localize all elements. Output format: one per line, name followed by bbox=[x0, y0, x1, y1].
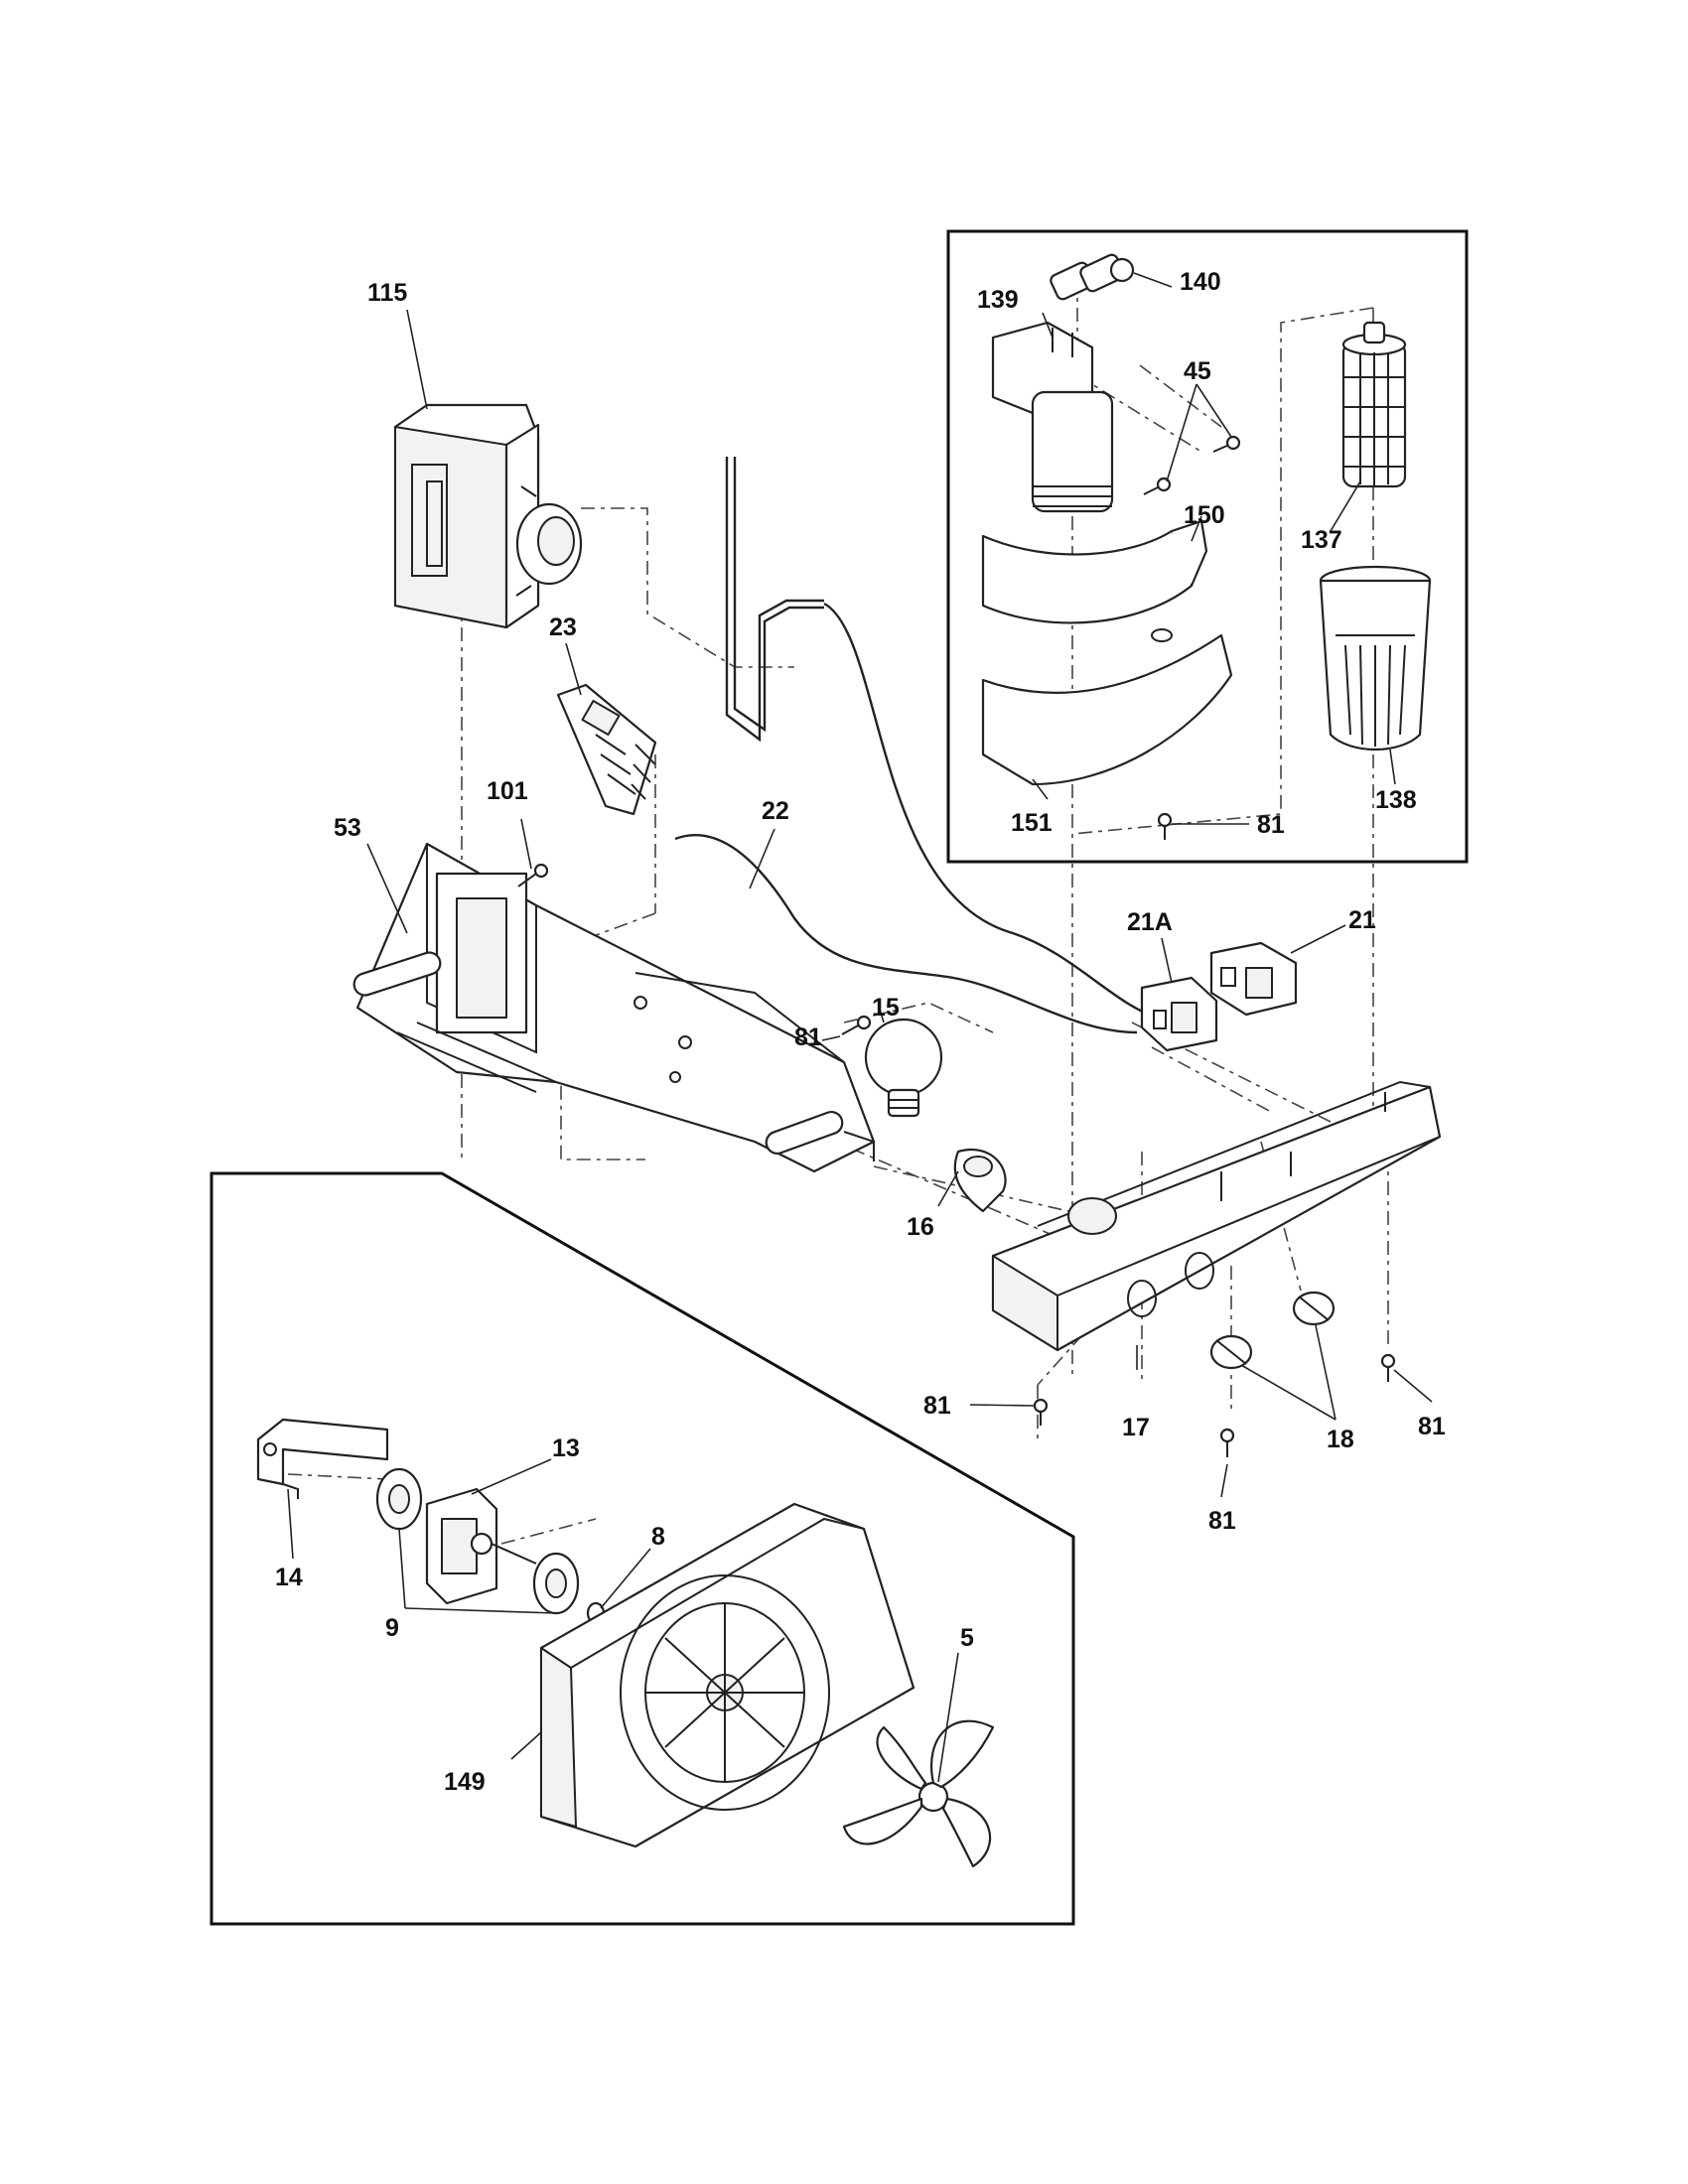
part-101-screw[interactable] bbox=[517, 863, 549, 887]
callout-53: 53 bbox=[334, 814, 361, 842]
part-45-screws[interactable] bbox=[1143, 435, 1241, 495]
callout-21a: 21A bbox=[1127, 908, 1173, 936]
part-115-dispenser-module[interactable] bbox=[393, 403, 583, 629]
callout-81-d: 81 bbox=[1208, 1507, 1236, 1535]
part-137-filter-cartridge[interactable] bbox=[1341, 321, 1407, 488]
part-14-bracket[interactable] bbox=[256, 1418, 389, 1499]
part-18-knob-a[interactable] bbox=[1209, 1334, 1253, 1370]
screw-81-d[interactable] bbox=[1219, 1428, 1235, 1457]
callout-16: 16 bbox=[907, 1213, 934, 1241]
callout-150: 150 bbox=[1184, 501, 1225, 529]
part-23-control-board[interactable] bbox=[556, 683, 657, 816]
part-53-housing[interactable] bbox=[352, 842, 876, 1173]
callout-14: 14 bbox=[275, 1564, 303, 1591]
callout-21: 21 bbox=[1348, 906, 1376, 934]
callout-81-a: 81 bbox=[794, 1024, 822, 1051]
part-21a-switch[interactable] bbox=[1140, 976, 1218, 1052]
callout-13: 13 bbox=[552, 1434, 580, 1462]
part-17-control-housing[interactable] bbox=[991, 1080, 1442, 1352]
part-15-lamp[interactable] bbox=[864, 1018, 943, 1118]
fan-inset-frame bbox=[210, 1171, 1075, 1926]
filter-inset-frame bbox=[946, 229, 1469, 864]
part-18-knob-b[interactable] bbox=[1292, 1291, 1336, 1326]
callout-18: 18 bbox=[1327, 1426, 1354, 1453]
screw-81-a[interactable] bbox=[841, 1015, 872, 1035]
part-139-filter-head[interactable] bbox=[991, 321, 1114, 513]
callout-5: 5 bbox=[960, 1624, 974, 1652]
part-140-fitting[interactable] bbox=[1049, 253, 1135, 301]
part-13-fan-motor[interactable] bbox=[425, 1487, 537, 1605]
callout-9: 9 bbox=[385, 1614, 399, 1642]
callout-45: 45 bbox=[1184, 357, 1211, 385]
callout-101: 101 bbox=[487, 777, 528, 805]
callout-81-c: 81 bbox=[923, 1392, 951, 1420]
screw-81-c[interactable] bbox=[1033, 1398, 1049, 1426]
part-5-fan-blade[interactable] bbox=[842, 1719, 995, 1868]
callout-81-b: 81 bbox=[1257, 811, 1285, 839]
callout-140: 140 bbox=[1180, 268, 1221, 296]
part-9-grommet-b[interactable] bbox=[532, 1552, 580, 1615]
part-16-lamp-socket[interactable] bbox=[953, 1149, 1007, 1213]
callout-8: 8 bbox=[651, 1523, 665, 1551]
callout-labels: 115 23 101 53 22 81 15 16 21A 21 140 139… bbox=[275, 268, 1446, 1796]
callout-139: 139 bbox=[977, 286, 1019, 314]
callout-81-e: 81 bbox=[1418, 1413, 1446, 1440]
callout-138: 138 bbox=[1375, 786, 1417, 814]
callout-137: 137 bbox=[1301, 526, 1342, 554]
part-22-wire-harness[interactable] bbox=[674, 457, 1158, 1034]
part-151-cover[interactable] bbox=[981, 628, 1233, 786]
part-21-switch[interactable] bbox=[1209, 941, 1298, 1017]
part-9-grommet-a[interactable] bbox=[375, 1467, 423, 1531]
callout-22: 22 bbox=[762, 797, 789, 825]
screw-81-e[interactable] bbox=[1380, 1353, 1396, 1382]
callout-115: 115 bbox=[367, 279, 407, 307]
callout-17: 17 bbox=[1122, 1414, 1150, 1441]
callout-23: 23 bbox=[549, 614, 577, 641]
part-150-cover[interactable] bbox=[981, 519, 1208, 624]
callout-15: 15 bbox=[872, 994, 900, 1022]
leader-lines bbox=[287, 272, 1433, 1783]
part-138-filter-housing[interactable] bbox=[1319, 565, 1432, 751]
callout-149: 149 bbox=[444, 1768, 486, 1796]
callout-151: 151 bbox=[1011, 809, 1053, 837]
screw-81-b[interactable] bbox=[1157, 812, 1173, 840]
part-149-fan-shroud[interactable] bbox=[539, 1502, 915, 1848]
